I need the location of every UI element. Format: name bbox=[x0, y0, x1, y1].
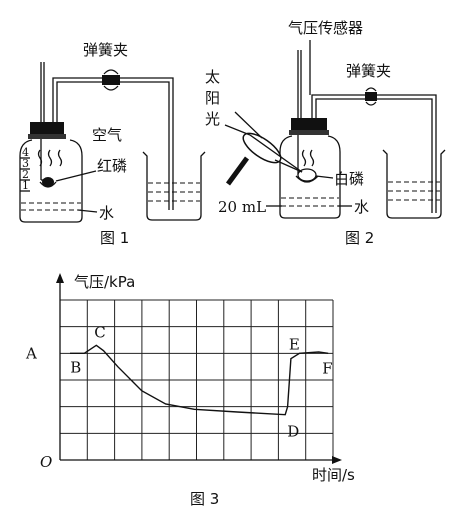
fig2-sensor-label: 气压传感器 bbox=[288, 19, 363, 37]
fig1-smoke-3 bbox=[57, 149, 63, 167]
fig2-white-phosphorus bbox=[297, 168, 317, 182]
fig1-water-leader bbox=[77, 209, 98, 213]
fig1-scale-4: 4 bbox=[22, 146, 29, 159]
fig2-water-label: 水 bbox=[354, 198, 369, 216]
fig2-sun-label-2: 阳 bbox=[205, 89, 220, 107]
chart-x-axis-label: 时间/s bbox=[312, 466, 355, 484]
fig2-ray-1 bbox=[249, 134, 303, 173]
chart-y-axis-arrow bbox=[56, 273, 64, 283]
chart-x-axis-arrow bbox=[332, 456, 342, 464]
fig1-scale-2: 2 bbox=[22, 168, 29, 181]
fig2-lens bbox=[242, 132, 282, 164]
figure-3-chart: 气压/kPa 时间/s O A B C D E F 图 3 bbox=[25, 273, 355, 508]
fig1-clamp-label: 弹簧夹 bbox=[83, 41, 128, 59]
fig1-spoon bbox=[39, 181, 57, 188]
fig1-scale-3: 3 bbox=[22, 157, 29, 170]
fig1-smoke-1 bbox=[37, 149, 43, 167]
fig3-caption: 图 3 bbox=[190, 490, 219, 508]
fig2-smoke-1 bbox=[301, 149, 307, 167]
fig1-phosphorus-label: 红磷 bbox=[97, 157, 127, 175]
fig2-caption: 图 2 bbox=[345, 229, 374, 247]
fig2-phosphorus-label: 白磷 bbox=[334, 170, 364, 188]
fig2-jar bbox=[279, 135, 341, 219]
fig2-bent-tube-outer bbox=[311, 94, 437, 213]
figure-2: 气压传感器 弹簧夹 太 阳 光 bbox=[205, 19, 446, 247]
fig2-ray-2 bbox=[274, 159, 303, 173]
chart-point-label-f: F bbox=[322, 359, 332, 377]
fig2-stopper bbox=[291, 118, 327, 132]
fig1-air-label: 空气 bbox=[92, 126, 122, 144]
figure-1: 4 3 2 1 弹簧夹 空气 红磷 水 图 1 bbox=[19, 41, 206, 247]
fig1-phosphorus-leader bbox=[55, 170, 97, 182]
fig2-ray-in-2 bbox=[234, 111, 263, 139]
fig2-ray-in-1 bbox=[224, 124, 251, 136]
fig1-caption: 图 1 bbox=[100, 229, 129, 247]
fig1-beaker bbox=[142, 151, 206, 221]
fig1-clamp-icon bbox=[102, 69, 120, 91]
fig2-bent-tube-inner bbox=[315, 98, 433, 213]
chart-point-label-b: B bbox=[70, 358, 81, 376]
chart-origin-label: O bbox=[40, 453, 52, 471]
fig2-phosphorus-leader bbox=[315, 175, 334, 179]
chart-point-label-e: E bbox=[289, 336, 300, 354]
fig2-sun-label-3: 光 bbox=[205, 110, 220, 128]
fig2-beaker bbox=[382, 149, 446, 219]
chart-point-label-d: D bbox=[287, 423, 299, 441]
chart-y-axis-label: 气压/kPa bbox=[74, 273, 135, 291]
fig1-scale-1: 1 bbox=[22, 179, 29, 192]
fig2-water-volume-label: 20 mL bbox=[218, 198, 266, 216]
fig2-lens-handle bbox=[225, 156, 250, 186]
chart-point-label-c: C bbox=[94, 323, 105, 341]
fig1-bent-tube-inner bbox=[56, 81, 170, 210]
chart-pressure-curve bbox=[70, 344, 329, 416]
fig1-red-phosphorus bbox=[42, 177, 54, 187]
fig2-sun-label-1: 太 bbox=[205, 68, 220, 86]
fig1-stopper bbox=[30, 122, 64, 136]
fig1-smoke-2 bbox=[47, 149, 53, 167]
fig1-stopper-base bbox=[28, 134, 66, 139]
fig2-smoke-2 bbox=[309, 149, 315, 167]
fig2-dish bbox=[295, 175, 319, 183]
fig2-clamp-icon bbox=[365, 87, 377, 106]
fig1-water-label: 水 bbox=[99, 204, 114, 222]
fig1-jar bbox=[19, 139, 83, 223]
fig1-bent-tube-outer bbox=[52, 77, 174, 210]
chart-point-label-a: A bbox=[25, 344, 37, 362]
fig2-clamp-label: 弹簧夹 bbox=[346, 62, 391, 80]
